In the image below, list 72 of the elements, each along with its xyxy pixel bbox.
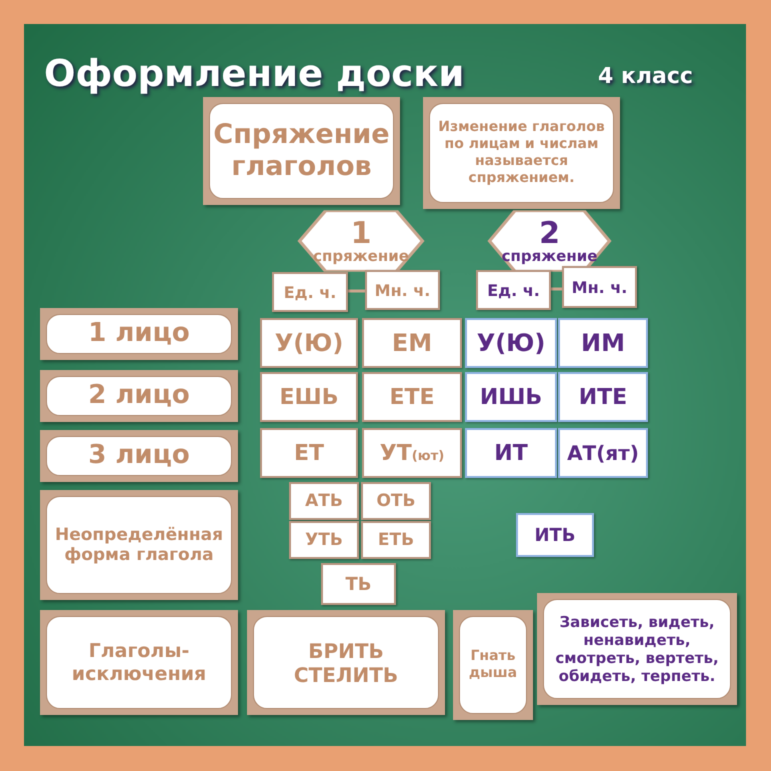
- ending-card: [260, 318, 358, 368]
- ending-card: [361, 521, 431, 559]
- ending-card: [272, 272, 348, 312]
- conjugation-number: 1: [350, 218, 372, 248]
- ending-text: ИТ: [494, 440, 528, 466]
- word-card: [40, 490, 238, 600]
- ending-card: [361, 482, 431, 520]
- word-card: [40, 370, 238, 422]
- ending-text: ЕТЬ: [378, 530, 414, 550]
- ending-card: [362, 372, 462, 422]
- ending-text: УТЬ: [305, 530, 343, 550]
- ending-card: [289, 482, 359, 520]
- ending-card: [558, 428, 648, 478]
- conjugation-word: спряжение: [502, 248, 598, 264]
- card-text: Глаголы-исключения: [46, 616, 232, 709]
- ending-text: У(Ю): [476, 329, 546, 357]
- conjugation-word: спряжение: [313, 248, 409, 264]
- ending-card: [516, 513, 594, 557]
- ending-card: [260, 372, 358, 422]
- card-text: Гнать дыша: [459, 616, 527, 714]
- ending-card: [362, 318, 462, 368]
- ending-card: [465, 372, 557, 422]
- card-text: Спряжение глаголов: [209, 103, 394, 199]
- ending-card: [562, 266, 637, 308]
- connector-line: [348, 290, 365, 292]
- ending-text: У(Ю): [274, 329, 344, 357]
- card-text: 1 лицо: [46, 314, 232, 354]
- word-card: [203, 97, 400, 205]
- title: Оформление доски: [44, 52, 464, 95]
- grade-label: 4 класс: [598, 64, 693, 89]
- card-text: Зависеть, видеть, ненавидеть, смотреть, вертеть, обидеть, терпеть.: [543, 599, 731, 699]
- ending-text: ИТЬ: [534, 524, 576, 546]
- card-text: Неопределённая форма глагола: [46, 496, 232, 594]
- connector-line: [551, 288, 562, 290]
- ending-card: [260, 428, 358, 478]
- ending-card: [558, 318, 648, 368]
- ending-text: Мн. ч.: [572, 278, 628, 296]
- ending-card: [362, 428, 462, 478]
- word-card: [453, 610, 533, 720]
- word-card: [423, 97, 620, 209]
- ending-card: [558, 372, 648, 422]
- word-card: [537, 593, 737, 705]
- conjugation-number: 2: [539, 218, 560, 248]
- ending-card: [289, 521, 359, 559]
- ending-text: Ед. ч.: [284, 282, 336, 302]
- ending-text: Мн. ч.: [374, 280, 430, 300]
- word-card: [40, 610, 238, 715]
- ending-card: [476, 270, 551, 310]
- ending-text: ИШЬ: [480, 384, 542, 410]
- ending-text: АТ(ят): [567, 441, 639, 465]
- ending-card: [365, 270, 440, 310]
- ending-text: Ед. ч.: [487, 280, 540, 300]
- ending-text: ИТЕ: [578, 384, 628, 410]
- ending-text: АТЬ: [305, 491, 343, 511]
- card-text: 3 лицо: [46, 436, 232, 476]
- ending-text: ТЬ: [346, 574, 372, 594]
- ending-text: ЕТЕ: [389, 384, 435, 410]
- card-text: БРИТЬ СТЕЛИТЬ: [253, 616, 439, 709]
- ending-card: [465, 318, 557, 368]
- word-card: [40, 308, 238, 360]
- ending-card: [465, 428, 557, 478]
- word-card: [40, 430, 238, 482]
- card-text: Изменение глаголов по лицам и числам называется спряжением.: [429, 103, 614, 203]
- ending-text: ОТЬ: [376, 491, 416, 511]
- card-text: 2 лицо: [46, 376, 232, 416]
- ending-text: ЕМ: [392, 329, 432, 357]
- ending-card: [321, 563, 396, 605]
- ending-text: ЕШЬ: [280, 384, 338, 410]
- ending-text: ИМ: [581, 329, 625, 357]
- word-card: [247, 610, 445, 715]
- conjugation-hexagon: [297, 210, 425, 272]
- ending-text: ЕТ: [294, 440, 324, 466]
